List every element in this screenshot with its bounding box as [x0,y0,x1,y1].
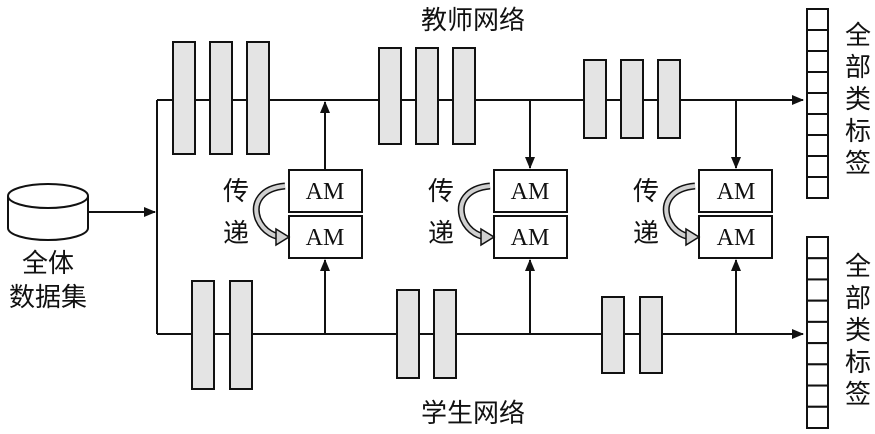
teacher-layer [657,59,681,139]
student-layer-group-2 [396,289,457,379]
student-network-title: 学生网络 [421,399,525,429]
output-label-char: 全 [845,21,871,51]
student-output-vector [806,236,829,429]
am-module-1: AM AM 传 递 [223,101,363,334]
output-label-char: 标 [845,117,871,147]
output-cell [806,384,829,408]
am-box-lower [698,215,773,259]
teacher-layer [620,59,644,139]
teacher-layer-group-2 [378,47,476,145]
teacher-layer [415,47,439,145]
am-box-upper [698,169,773,213]
output-cell [806,134,829,157]
am-module-3: AM AM 传 递 [633,100,773,334]
output-cell [806,257,829,281]
am-label: AM [306,179,345,205]
output-cell [806,29,829,52]
am-box-upper [288,169,363,213]
output-cell [806,342,829,366]
output-cell [806,176,829,199]
output-cell [806,71,829,94]
output-label-char: 签 [845,149,871,179]
student-layer-group-3 [601,296,663,374]
transfer-label-char-2: 递 [428,219,454,249]
teacher-output-vector [806,8,829,199]
output-cell [806,320,829,345]
teacher-layer-group-3 [583,59,681,139]
output-cell [806,299,829,323]
output-label-char: 部 [845,53,871,83]
teacher-layer-group-1 [172,41,270,155]
student-layer [601,296,625,374]
output-cell [806,155,829,178]
output-cell [806,50,829,73]
output-cell [806,8,829,31]
teacher-layer [246,41,270,155]
output-cell [806,278,829,302]
student-layer-group-1 [191,280,253,390]
output-label-char: 部 [845,284,871,314]
transfer-label-char-1: 传 [223,177,249,207]
teacher-layer [452,47,476,145]
dataset-label-line-1: 全体 [22,249,74,279]
am-label: AM [306,225,345,251]
teacher-network-title: 教师网络 [421,6,525,36]
curved-transfer-arrow-icon [252,182,291,247]
teacher-layer [209,41,233,155]
student-layer [639,296,663,374]
output-label-char: 类 [845,316,871,346]
curved-transfer-arrow-icon [457,182,496,247]
output-cell [806,236,829,260]
transfer-label-char-1: 传 [428,177,454,207]
dataset-label-line-2: 数据集 [9,283,87,313]
output-label-char: 全 [845,252,871,282]
teacher-layer [378,47,402,145]
output-cell [806,92,829,115]
am-box-upper [493,169,568,213]
student-layer [191,280,215,390]
student-output-label: 全 部 类 标 签 [845,252,871,410]
transfer-label-char-2: 递 [223,219,249,249]
am-label: AM [511,225,550,251]
student-layer [229,280,253,390]
output-label-char: 类 [845,85,871,115]
output-cell [806,113,829,136]
dataset-cylinder-icon [7,183,89,241]
teacher-layer [583,59,607,139]
transfer-label-char-2: 递 [633,219,659,249]
curved-transfer-arrow-icon [662,182,701,247]
output-cell [806,363,829,387]
am-label: AM [717,225,756,251]
output-label-char: 签 [845,380,871,410]
output-label-char: 标 [845,348,871,378]
teacher-layer [172,41,196,155]
transfer-label-char-1: 传 [633,177,659,207]
student-layer [396,289,420,379]
am-module-2: AM AM 传 递 [428,100,568,334]
output-cell [806,405,829,429]
teacher-output-label: 全 部 类 标 签 [845,21,871,179]
am-box-lower [288,215,363,259]
am-label: AM [717,179,756,205]
student-layer [433,289,457,379]
am-label: AM [511,179,550,205]
